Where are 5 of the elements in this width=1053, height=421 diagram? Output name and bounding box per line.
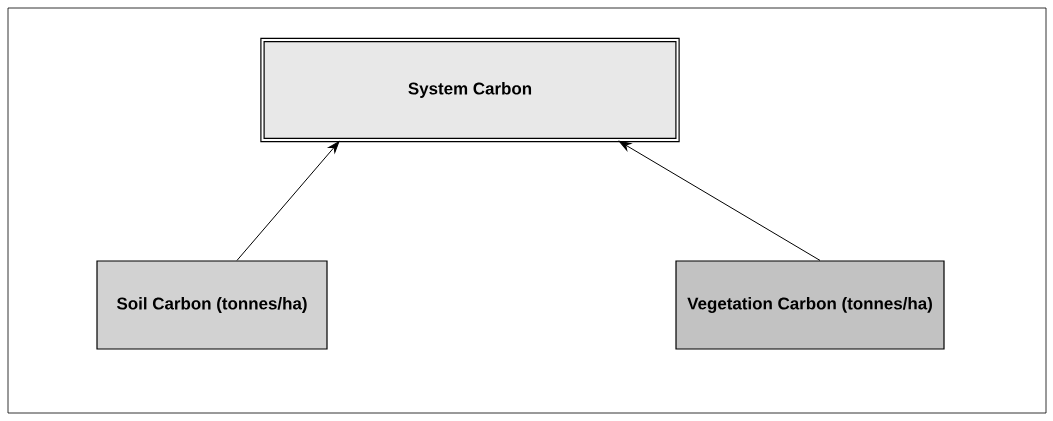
box: Vegetation Carbon (tonnes/ha) (675, 260, 945, 350)
arrow (618, 140, 821, 261)
box: Soil Carbon (tonnes/ha) (96, 260, 328, 350)
box: System Carbon (260, 37, 680, 143)
arrow (236, 141, 340, 261)
